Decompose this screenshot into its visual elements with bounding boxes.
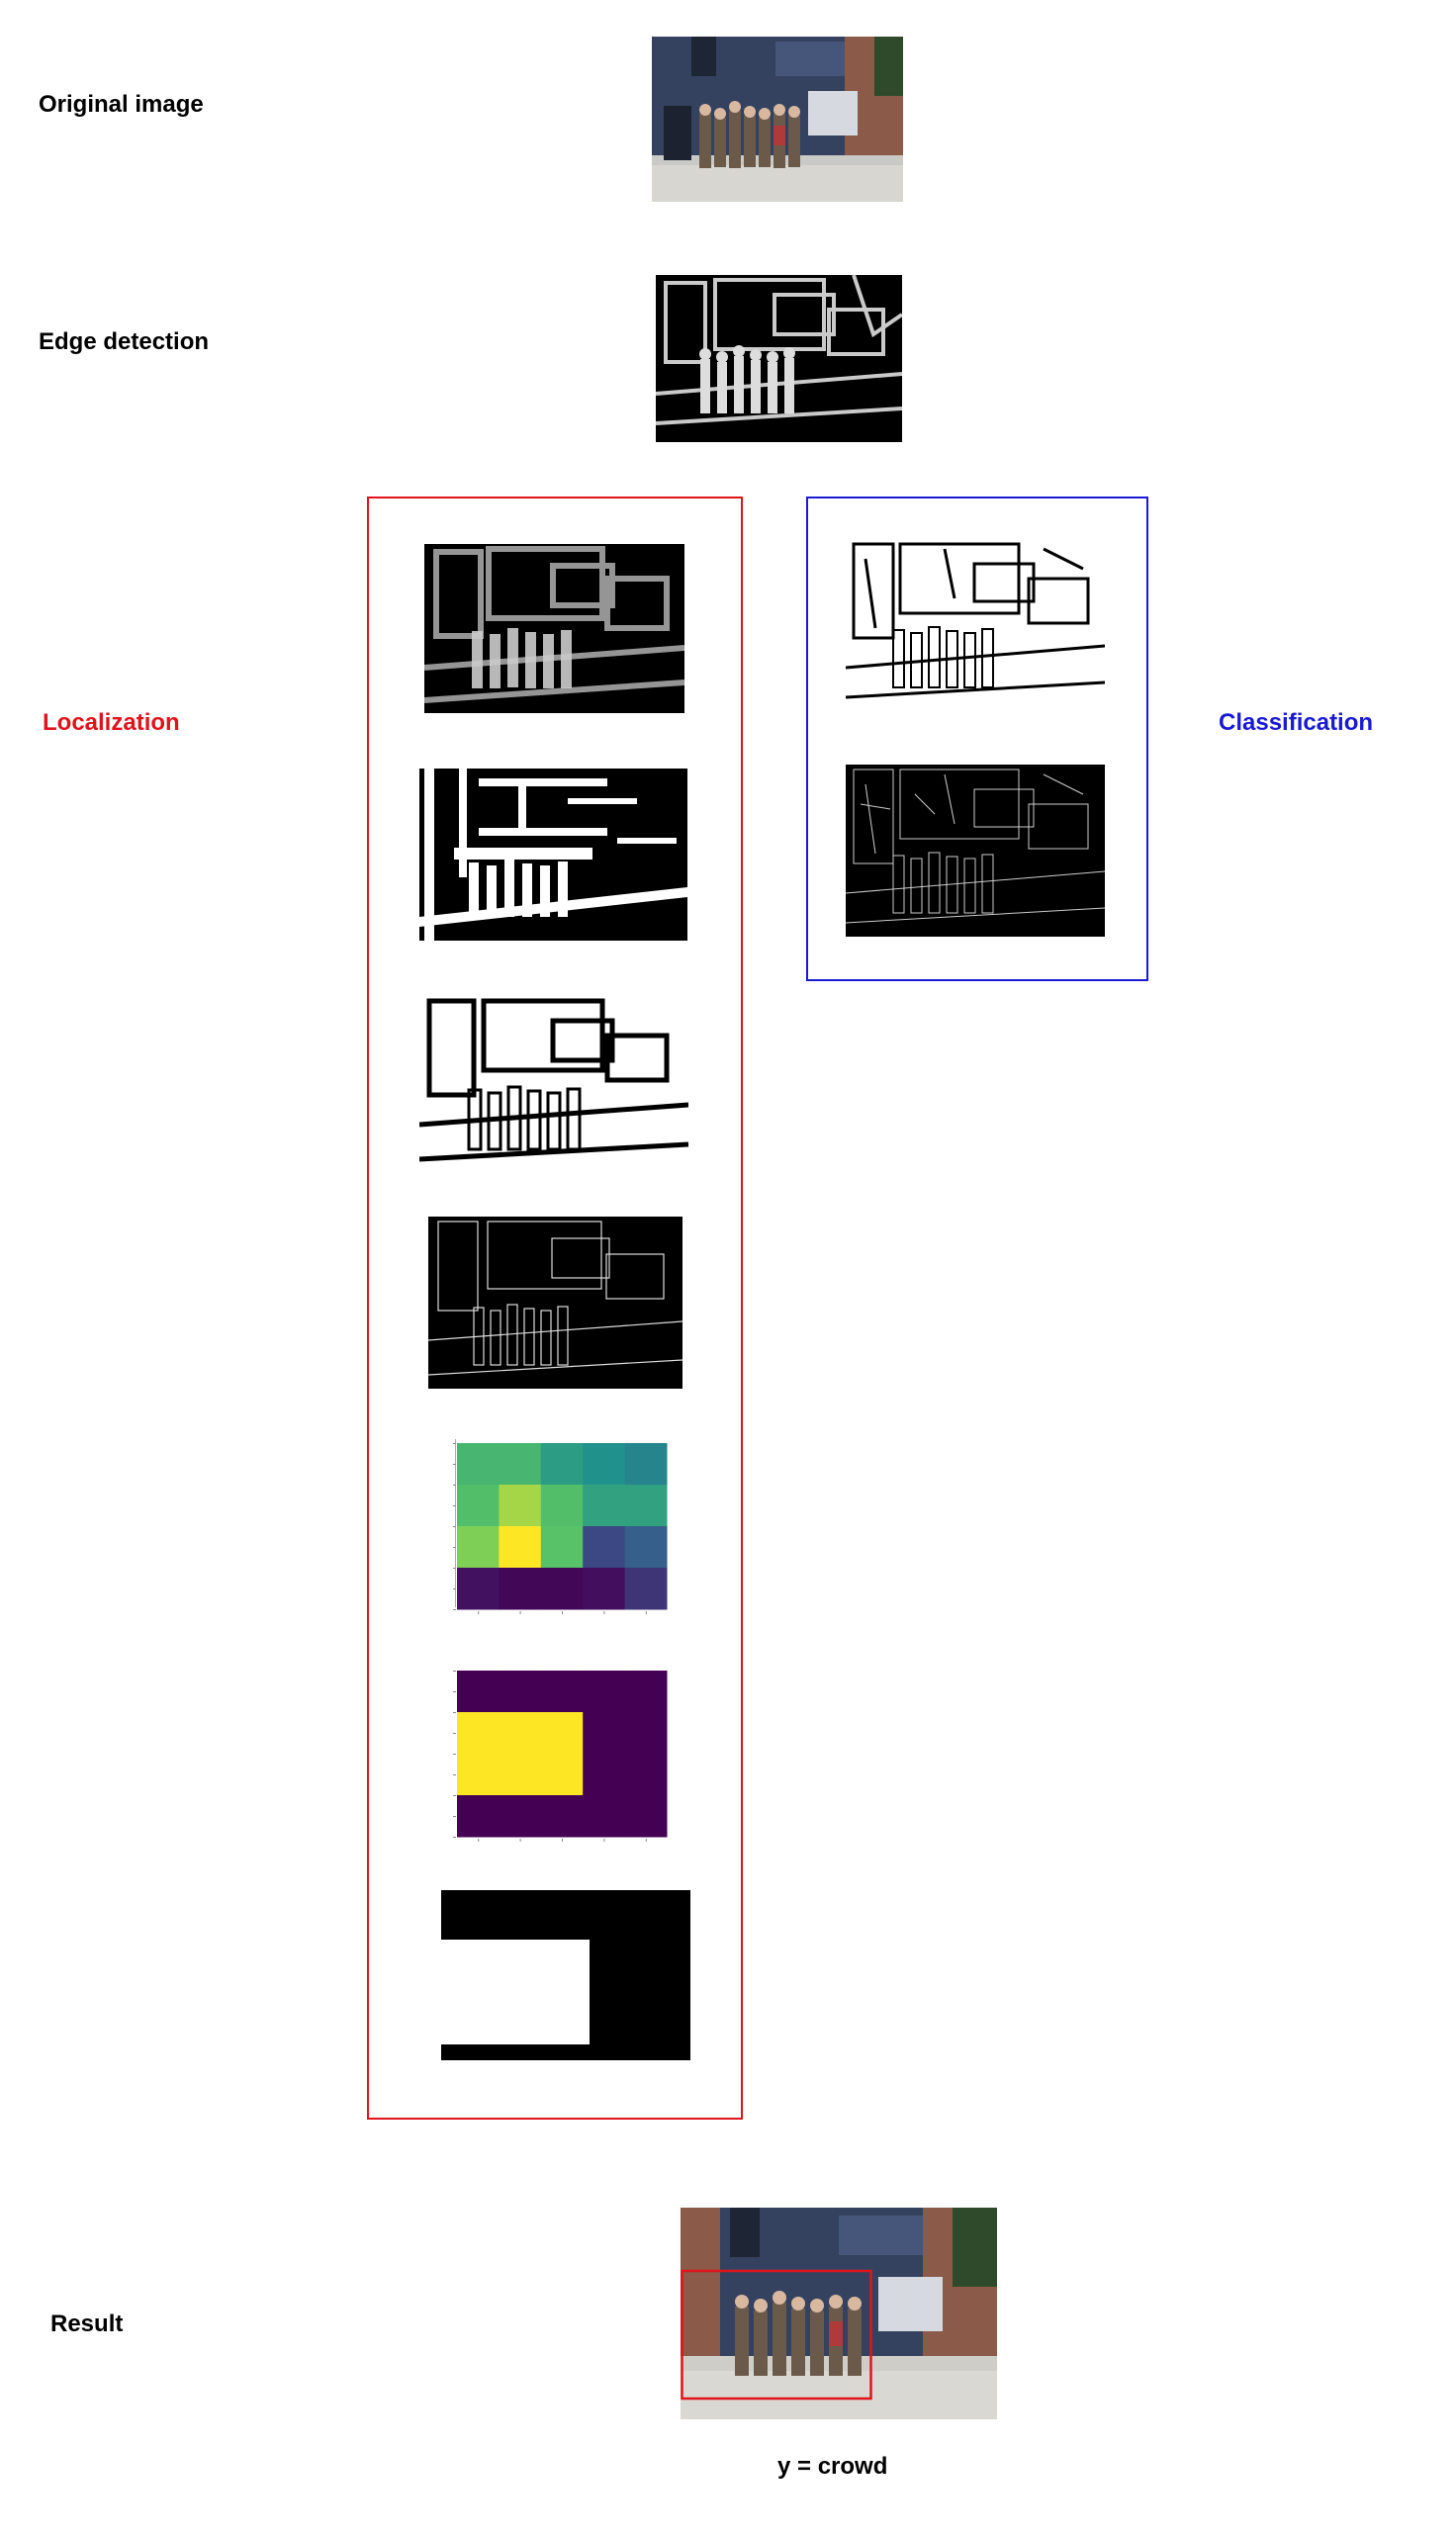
- x-tick: [519, 1611, 521, 1614]
- x-tick: [645, 1839, 647, 1842]
- y-tick: [453, 1691, 456, 1692]
- y-tick: [453, 1568, 456, 1569]
- x-tick: [562, 1839, 563, 1842]
- classification-label: Classification: [1219, 709, 1374, 736]
- mask-cell: [457, 1795, 500, 1838]
- original-image-label: Original image: [39, 91, 204, 118]
- heatmap-cell: [540, 1568, 584, 1610]
- y-tick: [453, 1464, 456, 1465]
- heatmap-cell: [583, 1526, 626, 1569]
- x-tick: [645, 1611, 647, 1614]
- heatmap-cell: [540, 1443, 584, 1486]
- y-tick: [453, 1485, 456, 1486]
- heatmap-cell: [499, 1485, 542, 1527]
- mask-cell: [457, 1671, 500, 1713]
- mask-cell: [499, 1795, 542, 1838]
- mask-cell: [583, 1754, 626, 1796]
- mask-cell: [540, 1671, 584, 1713]
- heatmap-cell: [540, 1526, 584, 1569]
- localization-heatmap: [439, 1439, 673, 1619]
- heatmap-cell: [457, 1568, 500, 1610]
- mask-cell: [583, 1795, 626, 1838]
- edge-detection-image: [656, 275, 902, 442]
- classification-frame: [806, 497, 1148, 981]
- localization-blurred-edges: [424, 544, 684, 713]
- result-photo: [681, 2208, 997, 2419]
- localization-mask-plot: [439, 1667, 673, 1847]
- mask-cell: [583, 1671, 626, 1713]
- x-tick: [562, 1611, 563, 1614]
- heatmap-cell: [457, 1485, 500, 1527]
- heatmap-cell: [583, 1443, 626, 1486]
- mask-cell: [540, 1754, 584, 1796]
- mask-cell: [457, 1712, 500, 1755]
- heatmap-cell: [624, 1443, 668, 1486]
- y-tick: [453, 1733, 456, 1734]
- x-tick: [478, 1611, 480, 1614]
- y-tick: [453, 1712, 456, 1713]
- heatmap-cell: [583, 1485, 626, 1527]
- heatmap-cell: [457, 1526, 500, 1569]
- mask-cell: [583, 1712, 626, 1755]
- heatmap-cell: [499, 1443, 542, 1486]
- mask-cell: [499, 1671, 542, 1713]
- original-photo: [652, 37, 903, 202]
- mask-cell: [624, 1712, 668, 1755]
- result-label: Result: [50, 2311, 124, 2337]
- heatmap-cell: [499, 1568, 542, 1610]
- result-bounding-box: [681, 2269, 872, 2401]
- heatmap-cell: [583, 1568, 626, 1610]
- localization-thin-contours: [428, 1217, 682, 1389]
- y-tick: [453, 1774, 456, 1775]
- localization-final-mask: [441, 1890, 690, 2060]
- y-tick: [453, 1505, 456, 1506]
- mask-cell: [624, 1671, 668, 1713]
- y-tick: [453, 1837, 456, 1838]
- y-tick: [453, 1795, 456, 1796]
- heatmap-cell: [624, 1485, 668, 1527]
- classification-thin-edges: [846, 765, 1105, 937]
- y-tick: [453, 1588, 456, 1589]
- mask-cell: [540, 1712, 584, 1755]
- edge-detection-label: Edge detection: [39, 328, 210, 355]
- heatmap-cell: [624, 1568, 668, 1610]
- mask-cell: [457, 1754, 500, 1796]
- y-tick: [453, 1816, 456, 1817]
- y-tick: [453, 1443, 456, 1444]
- heatmap-cell: [457, 1443, 500, 1486]
- x-tick: [519, 1839, 521, 1842]
- localization-contours-inverted: [419, 996, 688, 1174]
- prediction-label: y = crowd: [777, 2453, 888, 2480]
- y-tick: [453, 1547, 456, 1548]
- heatmap-cell: [499, 1526, 542, 1569]
- localization-label: Localization: [43, 709, 180, 736]
- x-tick: [478, 1839, 480, 1842]
- mask-cell: [624, 1754, 668, 1796]
- localization-threshold: [419, 769, 687, 941]
- y-tick: [453, 1526, 456, 1527]
- heatmap-cell: [624, 1526, 668, 1569]
- classification-edges-inverted: [846, 539, 1105, 710]
- mask-cell: [499, 1712, 542, 1755]
- y-tick: [453, 1671, 456, 1672]
- mask-cell: [540, 1795, 584, 1838]
- mask-cell: [499, 1754, 542, 1796]
- heatmap-cell: [540, 1485, 584, 1527]
- y-tick: [453, 1609, 456, 1610]
- x-tick: [603, 1611, 605, 1614]
- localization-frame: [367, 497, 743, 2120]
- x-tick: [603, 1839, 605, 1842]
- y-tick: [453, 1754, 456, 1755]
- mask-cell: [624, 1795, 668, 1838]
